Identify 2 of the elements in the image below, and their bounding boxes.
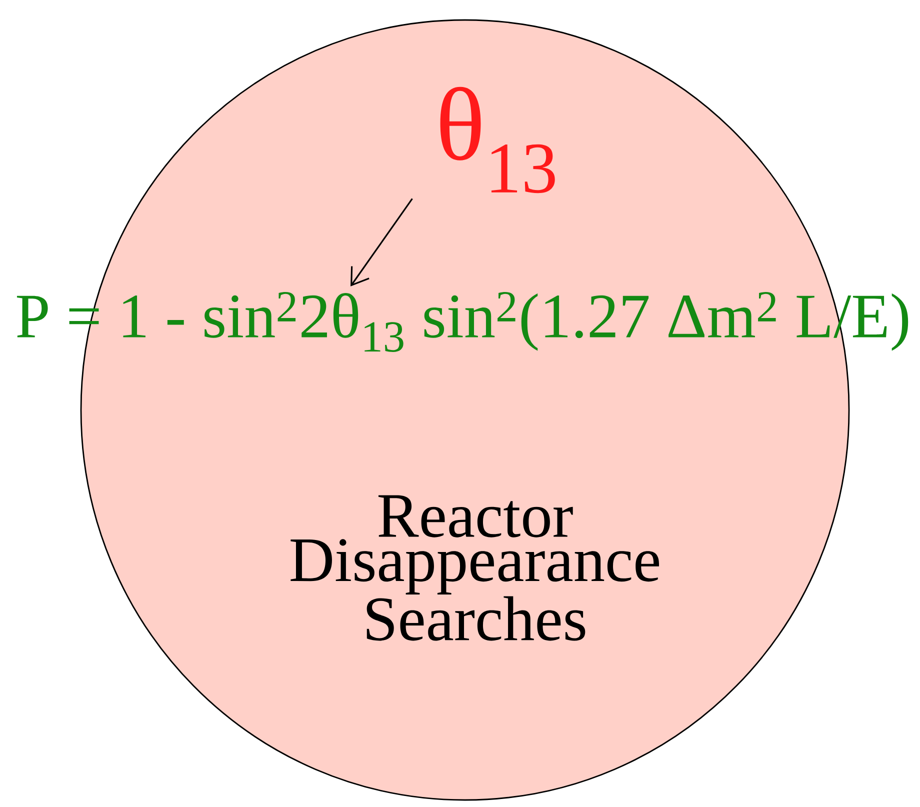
theta-label: θ$_{13}$ xyxy=(440,86,555,194)
arrow xyxy=(350,198,413,286)
